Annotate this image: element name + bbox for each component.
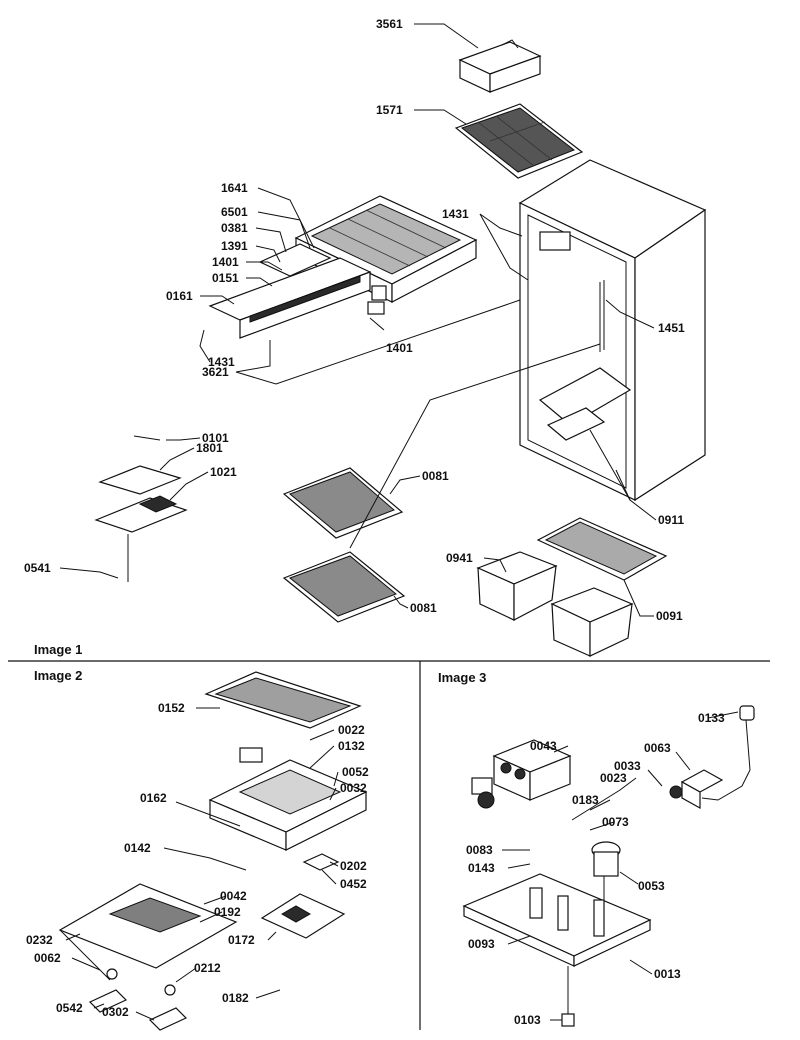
label-0032: 0032 [340,781,367,795]
label-1571: 1571 [376,103,403,117]
label-0202: 0202 [340,859,367,873]
shelf-grille-1571 [454,103,584,179]
label-1801: 1801 [196,441,223,455]
shelf-0081-upper [282,467,404,539]
panel-title-image2: Image 2 [34,668,82,683]
label-0452: 0452 [340,877,367,891]
label-0212: 0212 [194,961,221,975]
control-module-0172 [260,893,346,939]
label-0182: 0182 [222,991,249,1005]
label-0162: 0162 [140,791,167,805]
label-1401-a: 1401 [212,255,239,269]
label-3621: 3621 [202,365,229,379]
label-0053: 0053 [638,879,665,893]
control-housing-0132 [208,747,368,851]
label-0042: 0042 [220,889,247,903]
label-0183: 0183 [572,793,599,807]
label-6501: 6501 [221,205,248,219]
label-0063: 0063 [644,741,671,755]
panel-title-image3: Image 3 [438,670,486,685]
label-0541: 0541 [24,561,51,575]
drain-0053 [591,841,621,930]
panel-title-image1: Image 1 [34,642,82,657]
base-plate-0013 [462,873,652,967]
crisper-cover-0091 [536,517,668,581]
thermistor-0133 [701,705,755,801]
label-0192: 0192 [214,905,241,919]
leader-lines-image2 [65,707,339,1021]
label-0073: 0073 [602,815,629,829]
label-0302: 0302 [102,1005,129,1019]
label-1401-b: 1401 [386,341,413,355]
crisper-pan-0941-right [550,587,634,657]
label-1451: 1451 [658,321,685,335]
label-0232: 0232 [26,933,53,947]
label-0013: 0013 [654,967,681,981]
shelf-0081-lower [282,551,406,623]
label-0941: 0941 [446,551,473,565]
label-0062: 0062 [34,951,61,965]
shelf-panel-0152 [204,671,362,729]
base-tray-0042 [58,883,238,981]
label-0081-upper: 0081 [422,469,449,483]
labels-image1: 3561 1571 1641 6501 0381 1391 1401 0151 … [24,17,685,623]
evaporator-cover-1801 [94,435,188,582]
label-1391: 1391 [221,239,248,253]
label-0161: 0161 [166,289,193,303]
label-3561: 3561 [376,17,403,31]
label-0093: 0093 [468,937,495,951]
crisper-tray-3561 [458,39,542,93]
label-1021: 1021 [210,465,237,479]
label-0081-lower: 0081 [410,601,437,615]
crisper-pan-0941-left [476,551,558,621]
label-0911: 0911 [658,513,684,527]
damper-0202 [302,853,340,871]
freezer-shelf-1641 [294,195,478,303]
label-0022: 0022 [338,723,365,737]
label-0143: 0143 [468,861,495,875]
label-0023: 0023 [600,771,627,785]
label-1641: 1641 [221,181,248,195]
labels-image3: 0133 0063 0043 0033 0023 0183 0073 0083 … [466,711,725,1027]
leader-lines-image3 [502,711,739,1021]
fan-assembly-0043 [471,739,572,809]
label-0033: 0033 [614,759,641,773]
label-0043: 0043 [530,739,557,753]
label-0151: 0151 [212,271,239,285]
label-0091: 0091 [656,609,683,623]
sensor-0103 [561,966,575,1027]
label-0052: 0052 [342,765,369,779]
label-0172: 0172 [228,933,255,947]
label-0101: 0101 [202,431,229,445]
label-0132: 0132 [338,739,365,753]
label-0152: 0152 [158,701,185,715]
label-0542: 0542 [56,1001,83,1015]
label-0381: 0381 [221,221,248,235]
leader-lines-image1 [59,23,657,617]
labels-image2: 0152 0022 0132 0052 0032 0162 0142 0202 … [26,701,369,1019]
label-0133: 0133 [698,711,725,725]
refrigerator-cabinet [518,159,707,502]
label-0142: 0142 [124,841,151,855]
label-1431-left: 1431 [208,355,235,369]
motor-0063 [669,769,724,810]
feet-0542-0302 [88,968,188,1031]
label-1431-right: 1431 [442,207,469,221]
label-0103: 0103 [514,1013,541,1027]
label-0083: 0083 [466,843,493,857]
